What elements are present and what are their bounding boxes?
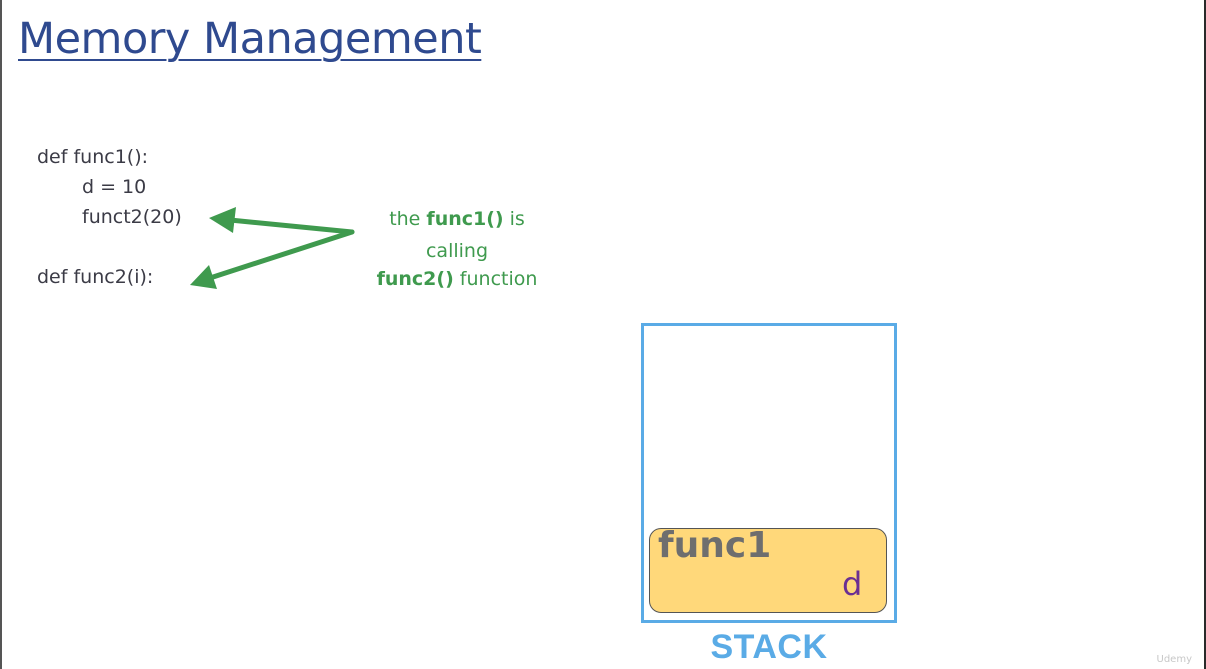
udemy-watermark-logo: Udemy [1156,654,1192,665]
stack-frame-func1: func1 d [649,525,887,613]
annotation-func2-bold: func2() [376,268,454,290]
annotation-line-1: the func1() is [389,208,525,230]
code-line-call-funct2: funct2(20) [82,206,182,228]
code-line-def-func2: def func2(i): [37,266,154,288]
slide-right-border [1204,0,1206,669]
stack-label: STACK [710,628,828,666]
annotation-func1-bold: func1() [426,208,504,230]
slide-title: Memory Management [18,14,482,64]
arrow-to-call-line [209,207,355,235]
code-line-def-func1: def func1(): [37,146,149,168]
slide-left-border [0,0,2,669]
arrow-to-func2-def [190,229,355,289]
annotation-line-3: func2() function [376,268,538,290]
code-line-assign-d: d = 10 [82,176,147,198]
stack-frame-name: func1 [658,525,772,566]
annotation-line-2: calling [425,240,489,262]
stack-frame-variable: d [842,565,863,603]
